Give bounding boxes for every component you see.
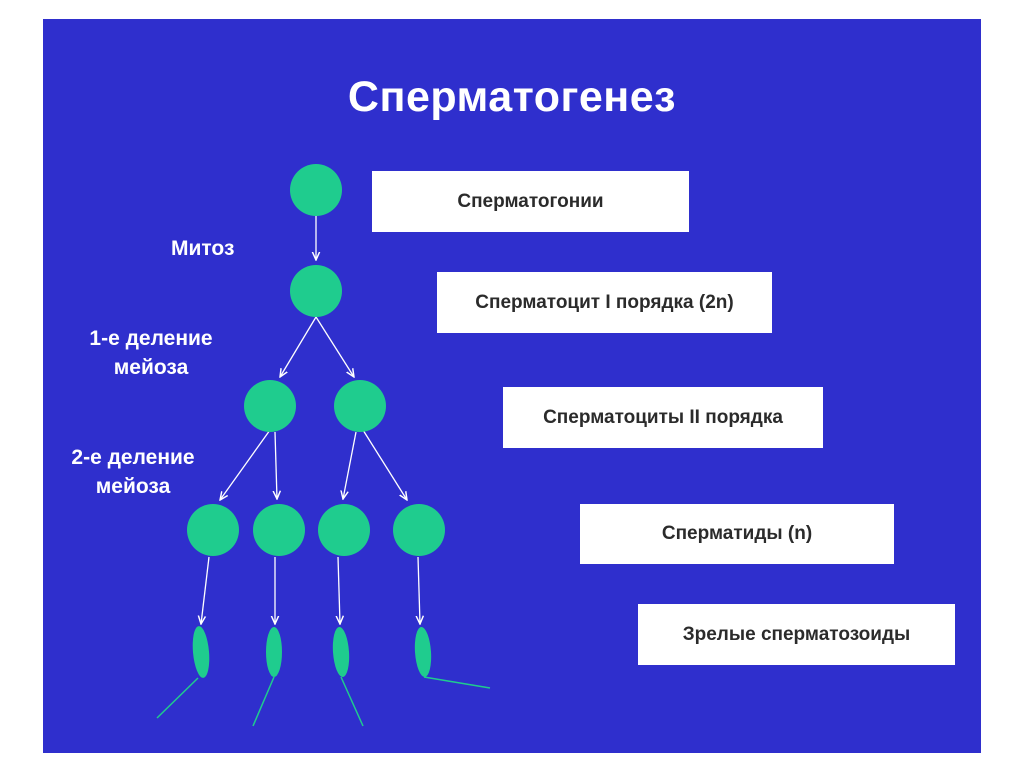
cell-spermatid-1: [187, 504, 239, 556]
slide-title: Сперматогенез: [347, 73, 677, 121]
spermatozoon-4: [414, 627, 491, 689]
label-meiosis-2-line1: 2-е деление: [71, 446, 195, 469]
cell-spermatogonium: [290, 164, 342, 216]
arrow-spermatid4-to-sperm: [418, 556, 420, 624]
cell-spermatocyte-2-right: [334, 380, 386, 432]
arrow-spermatid3-to-sperm: [338, 556, 340, 624]
lineage-diagram: [156, 164, 491, 727]
spermatozoon-2: [252, 627, 282, 727]
cell-spermatid-4: [393, 504, 445, 556]
label-meiosis-2: 2-е деление мейоза: [53, 443, 213, 501]
arrow-left-to-inner: [275, 431, 277, 499]
cell-spermatid-3: [318, 504, 370, 556]
arrow-spermatid1-to-sperm: [201, 556, 210, 624]
cell-spermatocyte-1: [290, 265, 342, 317]
box-spermatocytes-2: Сперматоциты II порядка: [503, 387, 823, 448]
box-spermatids: Сперматиды (n): [580, 504, 894, 564]
spermatozoon-3: [332, 627, 364, 727]
arrow-spermatocyte1-to-left: [280, 316, 317, 377]
arrow-right-to-inner: [343, 431, 357, 499]
arrow-right-to-outer: [362, 429, 407, 500]
label-mitosis: Митоз: [171, 237, 235, 260]
box-spermatogonia: Сперматогонии: [372, 171, 689, 232]
slide: Сперматогенез: [43, 19, 981, 753]
box-spermatocyte-1: Сперматоцит I порядка (2n): [437, 272, 772, 333]
label-meiosis-1: 1-е деление мейоза: [71, 324, 231, 382]
arrow-left-to-outer: [220, 429, 271, 500]
box-mature-spermatozoa: Зрелые сперматозоиды: [638, 604, 955, 665]
label-meiosis-2-line2: мейоза: [95, 475, 171, 498]
spermatozoon-1: [156, 626, 210, 719]
cell-spermatid-2: [253, 504, 305, 556]
cell-spermatocyte-2-left: [244, 380, 296, 432]
label-meiosis-1-line2: мейоза: [113, 356, 189, 379]
arrow-spermatocyte1-to-right: [315, 316, 354, 377]
label-meiosis-1-line1: 1-е деление: [89, 327, 213, 350]
